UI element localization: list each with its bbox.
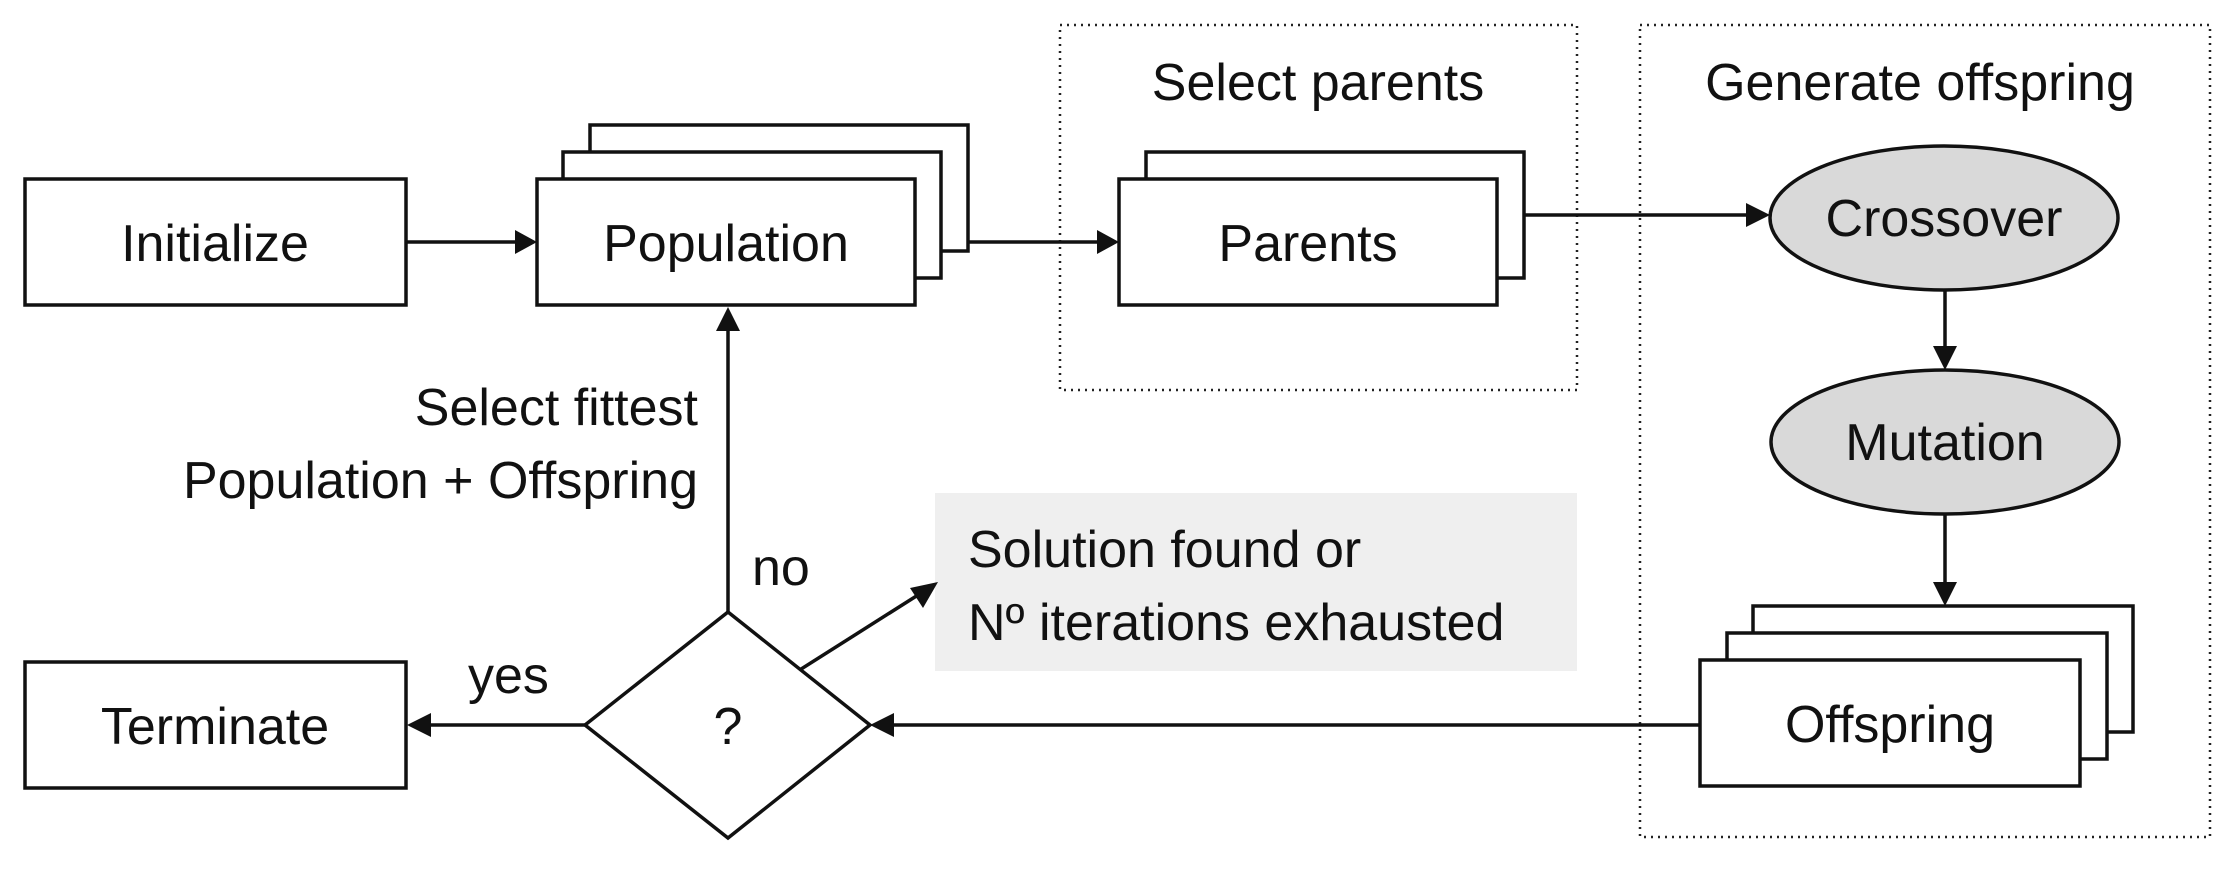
termination-criteria-callout [935, 493, 1577, 671]
parents-label: Parents [1218, 215, 1397, 273]
select-parents-label: Select parents [1152, 54, 1484, 112]
initialize-box [23, 177, 408, 307]
crossover-label: Crossover [1826, 190, 2063, 248]
select-fittest-label-line-1: Select fittest [415, 379, 699, 437]
arrowhead-decision-right [870, 713, 894, 737]
yes-branch-label: yes [468, 647, 549, 705]
terminate-box [23, 660, 408, 790]
offspring-box [1698, 658, 2082, 788]
generate-offspring-group [1638, 23, 2212, 839]
no-branch-label: no [752, 539, 810, 597]
crossover-node [1768, 144, 2120, 292]
arrowhead-callout [910, 582, 938, 608]
arrowhead-offspring-top [1933, 582, 1957, 606]
decision-diamond [582, 609, 873, 841]
mutation-node [1769, 368, 2121, 516]
decision-label: ? [714, 698, 743, 756]
population-box [535, 177, 917, 307]
arrowhead-mutation-top [1933, 346, 1957, 370]
population-label: Population [603, 215, 849, 273]
generate-offspring-label: Generate offspring [1705, 54, 2135, 112]
callout-line-2: Nº iterations exhausted [968, 594, 1504, 652]
initialize-label: Initialize [121, 215, 309, 273]
arrowhead-parents-left [1097, 230, 1119, 254]
offspring-label: Offspring [1785, 696, 1995, 754]
parents-box [1117, 177, 1499, 307]
arrowhead-population-left [515, 230, 537, 254]
mutation-label: Mutation [1845, 414, 2044, 472]
callout-line-1: Solution found or [968, 521, 1361, 579]
select-fittest-label-line-2: Population + Offspring [183, 452, 698, 510]
arrowhead-crossover-left [1746, 203, 1770, 227]
arrowhead-population-bottom [716, 307, 740, 331]
arrowhead-terminate-right [407, 713, 431, 737]
terminate-label: Terminate [101, 698, 329, 756]
